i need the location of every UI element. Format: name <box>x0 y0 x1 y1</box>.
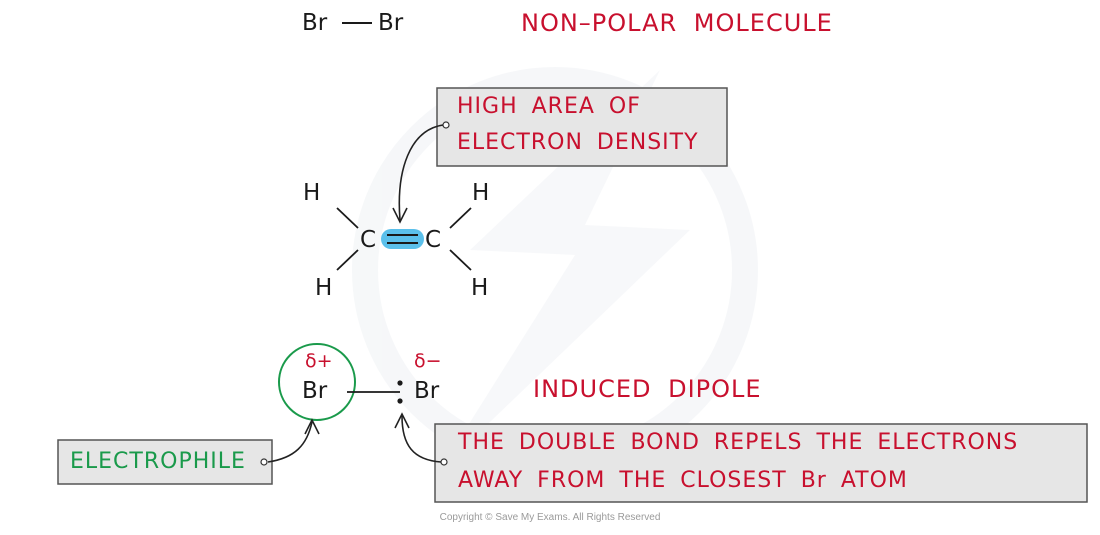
delta-plus-label: δ+ <box>305 350 333 372</box>
ethene-h-bottom-right: H <box>471 275 489 301</box>
ethene-c-left: C <box>360 227 377 253</box>
top-br-right: Br <box>378 10 404 36</box>
repel-callout-line-2: AWAY FROM THE CLOSEST Br ATOM <box>458 468 908 493</box>
induced-dipole-label: INDUCED DIPOLE <box>533 375 762 403</box>
density-callout-anchor <box>442 121 450 129</box>
ethene-c-right: C <box>425 227 442 253</box>
electrophile-arrow <box>267 421 313 463</box>
ethene-h-bottom-left: H <box>315 275 333 301</box>
non-polar-label: NON–POLAR MOLECULE <box>521 9 833 37</box>
delta-minus-label: δ− <box>414 350 442 372</box>
bond-c-h-top-left <box>336 207 359 229</box>
density-arrow <box>398 124 444 221</box>
ethene-h-top-right: H <box>472 180 490 206</box>
bond-c-h-bottom-left <box>336 249 359 271</box>
repel-callout-anchor <box>440 458 448 466</box>
density-callout-box <box>436 87 728 167</box>
density-arrowhead <box>392 207 408 224</box>
copyright-footer: Copyright © Save My Exams. All Rights Re… <box>439 512 661 523</box>
repel-arrow <box>401 415 442 463</box>
double-bond-highlight <box>381 229 424 249</box>
bond-c-h-top-right <box>449 207 472 229</box>
electrophile-circle <box>278 343 356 421</box>
top-br-left: Br <box>302 10 328 36</box>
bromine-br-right: Br <box>414 378 440 404</box>
electrophile-label: ELECTROPHILE <box>70 449 246 474</box>
electrophile-anchor <box>260 458 268 466</box>
density-callout-line-1: HIGH AREA OF <box>457 94 641 119</box>
repel-callout-box <box>434 423 1088 503</box>
ethene-h-top-left: H <box>303 180 321 206</box>
electrophile-arrowhead <box>304 418 320 435</box>
lone-pair-dot-2 <box>397 398 403 404</box>
lone-pair-dot-1 <box>397 380 403 386</box>
density-callout-line-2: ELECTRON DENSITY <box>457 130 699 155</box>
bond-c-h-bottom-right <box>449 249 472 271</box>
repel-callout-line-1: THE DOUBLE BOND REPELS THE ELECTRONS <box>458 430 1019 455</box>
bromine-br-left: Br <box>302 378 328 404</box>
repel-arrowhead <box>394 412 410 429</box>
